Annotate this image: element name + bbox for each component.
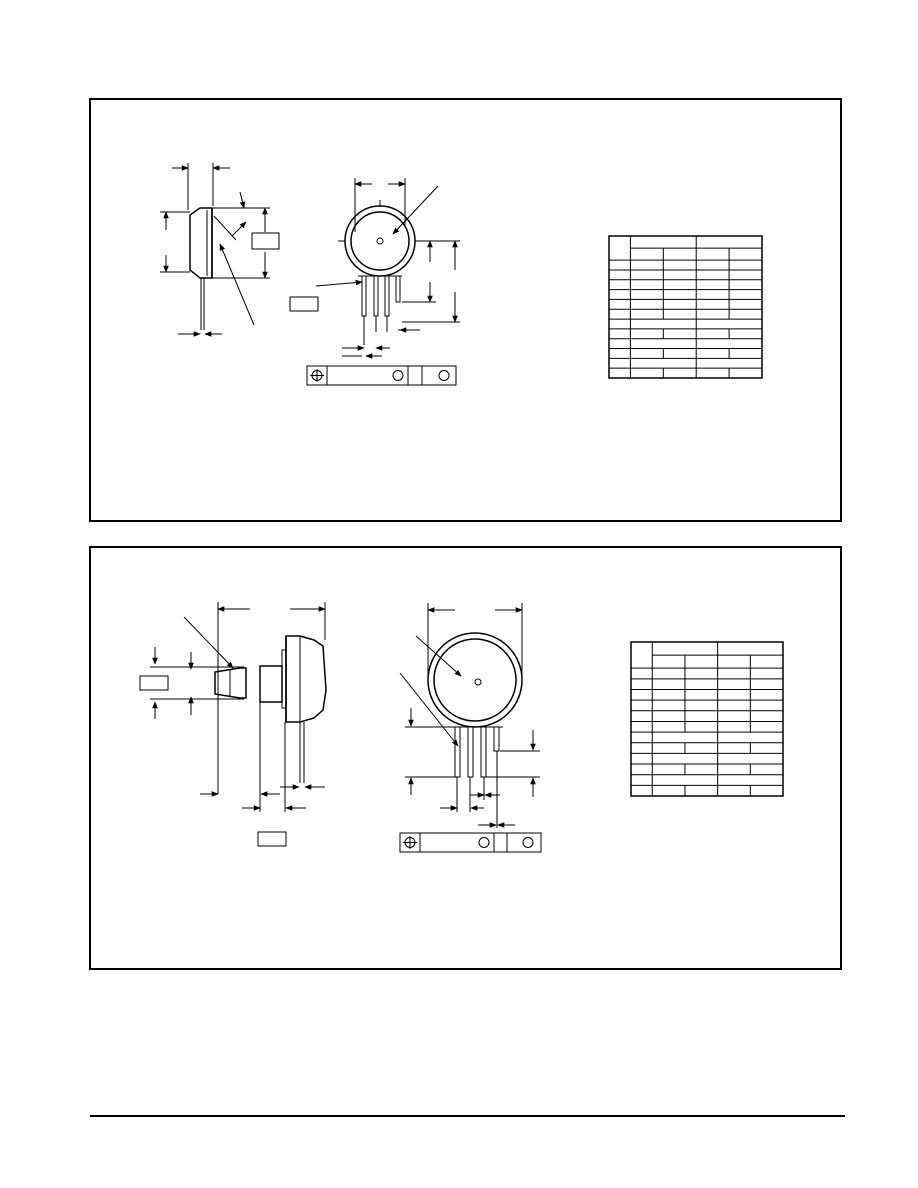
- table-frame: [608, 235, 763, 379]
- bottom-front-view: [399, 603, 542, 853]
- top-front-view: [289, 178, 460, 386]
- top-dimension-table: [608, 235, 763, 379]
- top-side-view: [160, 163, 280, 337]
- top-pins: [358, 275, 402, 345]
- bottom-dimension-table: [630, 641, 784, 797]
- bottom-panel: [89, 546, 842, 970]
- top-panel: [89, 98, 842, 522]
- datum-box: [139, 675, 169, 691]
- bottom-side-view: [139, 602, 327, 847]
- bottom-pins: [451, 726, 503, 828]
- datum-box: [257, 831, 287, 847]
- datum-box: [289, 296, 319, 312]
- table-frame: [630, 641, 784, 797]
- feature-control-frame: [399, 832, 542, 853]
- bottom-panel-border: [89, 546, 842, 970]
- feature-control-frame: [306, 365, 457, 386]
- datum-box: [251, 232, 280, 250]
- top-panel-border: [89, 98, 842, 522]
